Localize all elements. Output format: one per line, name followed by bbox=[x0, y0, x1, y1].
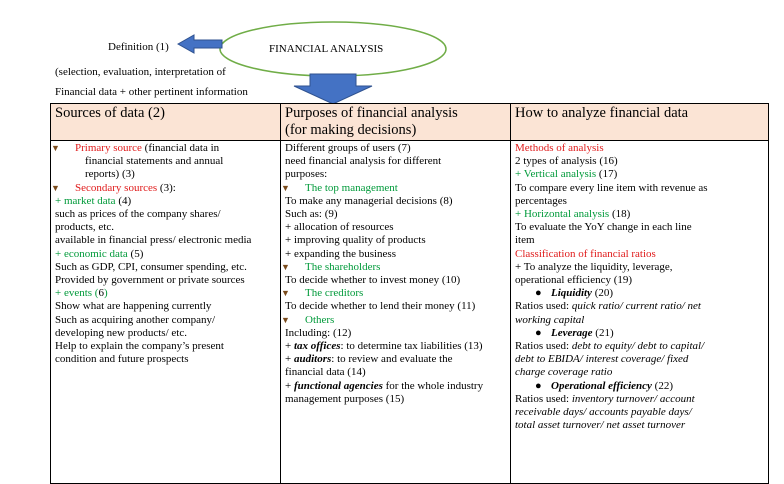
triangle-bullet-icon: ▼ bbox=[281, 261, 290, 272]
text-line: Help to explain the company’s present bbox=[55, 340, 224, 353]
classification-heading: Classification of financial ratios bbox=[515, 247, 656, 260]
text-line: purposes: bbox=[285, 168, 328, 181]
table-header-row: Sources of data (2) Purposes of financia… bbox=[50, 103, 769, 141]
text-line: To decide whether to invest money (10) bbox=[285, 274, 461, 287]
column-header-sources: Sources of data (2) bbox=[50, 103, 281, 141]
text-line: financial data (14) bbox=[285, 366, 366, 379]
text-line: To compare every line item with revenue … bbox=[515, 181, 708, 194]
text-line: Such as: (9) bbox=[285, 208, 338, 221]
text-line: + expanding the business bbox=[285, 247, 396, 260]
bullet-icon: ● bbox=[535, 287, 542, 300]
tax-offices-line: + tax offices: to determine tax liabilit… bbox=[285, 340, 483, 353]
text-line: percentages bbox=[515, 194, 567, 207]
left-arrow-icon bbox=[176, 34, 223, 54]
text-line: Provided by government or private source… bbox=[55, 274, 245, 287]
sources-cell: ▼Primary source (financial data in finan… bbox=[50, 140, 281, 484]
how-to-analyze-cell: Methods of analysis 2 types of analysis … bbox=[510, 140, 769, 484]
primary-source-line3: reports) (3) bbox=[85, 168, 135, 181]
top-management-item: ▼The top management bbox=[281, 181, 398, 194]
text-line: condition and future prospects bbox=[55, 353, 189, 366]
triangle-bullet-icon: ▼ bbox=[281, 182, 290, 193]
text-line: such as prices of the company shares/ bbox=[55, 208, 221, 221]
operational-ratios-line: Ratios used: inventory turnover/ account bbox=[515, 392, 695, 405]
triangle-bullet-icon: ▼ bbox=[51, 182, 60, 193]
methods-heading: Methods of analysis bbox=[515, 142, 604, 154]
text-line: available in financial press/ electronic… bbox=[55, 234, 252, 247]
down-arrow-icon bbox=[293, 73, 373, 105]
column-header-how-to-analyze: How to analyze financial data bbox=[510, 103, 769, 141]
text-line: + improving quality of products bbox=[285, 234, 426, 247]
analysis-table: Sources of data (2) Purposes of financia… bbox=[50, 103, 769, 484]
horizontal-analysis-line: + Horizontal analysis (18) bbox=[515, 208, 631, 221]
purposes-cell: Different groups of users (7) need finan… bbox=[280, 140, 511, 484]
triangle-bullet-icon: ▼ bbox=[281, 314, 290, 325]
text-line: management purposes (15) bbox=[285, 392, 405, 405]
events-line: + events (6) bbox=[55, 287, 108, 300]
text-line: Such as acquiring another company/ bbox=[55, 313, 216, 326]
text-line: receivable days/ accounts payable days/ bbox=[515, 406, 692, 419]
shareholders-item: ▼The shareholders bbox=[281, 260, 381, 273]
text-line: To make any managerial decisions (8) bbox=[285, 194, 453, 207]
text-line: Show what are happening currently bbox=[55, 300, 212, 313]
others-item: ▼Others bbox=[281, 313, 335, 326]
secondary-source-item: ▼Secondary sources (3): bbox=[51, 181, 176, 194]
triangle-bullet-icon: ▼ bbox=[51, 143, 60, 153]
text-line: working capital bbox=[515, 313, 585, 326]
primary-source-item: ▼Primary source (financial data in bbox=[51, 142, 220, 154]
definition-financial-data-text: Financial data + other pertinent informa… bbox=[55, 86, 248, 98]
text-line: To decide whether to lend their money (1… bbox=[285, 300, 476, 313]
text-line: developing new products/ etc. bbox=[55, 326, 187, 339]
vertical-analysis-line: + Vertical analysis (17) bbox=[515, 168, 618, 181]
text-line: debt to EBIDA/ interest coverage/ fixed bbox=[515, 353, 689, 366]
primary-source-line2: financial statements and annual bbox=[85, 155, 224, 168]
text-line: Such as GDP, CPI, consumer spending, etc… bbox=[55, 260, 247, 273]
text-line: To evaluate the YoY change in each line bbox=[515, 221, 692, 234]
text-line: need financial analysis for different bbox=[285, 155, 442, 168]
text-line: Different groups of users (7) bbox=[285, 142, 411, 154]
text-line: total asset turnover/ net asset turnover bbox=[515, 419, 686, 432]
text-line: operational efficiency (19) bbox=[515, 274, 633, 287]
text-line: + allocation of resources bbox=[285, 221, 394, 234]
definition-selection-text: (selection, evaluation, interpretation o… bbox=[55, 66, 226, 78]
bullet-icon: ● bbox=[535, 379, 542, 392]
liquidity-ratios-line: Ratios used: quick ratio/ current ratio/… bbox=[515, 300, 701, 313]
text-line: Including: (12) bbox=[285, 326, 352, 339]
table-body-row: ▼Primary source (financial data in finan… bbox=[50, 140, 769, 484]
liquidity-item: ●Liquidity (20) bbox=[535, 287, 614, 300]
text-line: 2 types of analysis (16) bbox=[515, 155, 618, 168]
functional-agencies-line: + functional agencies for the whole indu… bbox=[285, 379, 484, 392]
leverage-item: ●Leverage (21) bbox=[535, 326, 614, 339]
auditors-line: + auditors: to review and evaluate the bbox=[285, 353, 453, 366]
page-title: FINANCIAL ANALYSIS bbox=[269, 43, 384, 55]
market-data-line: + market data (4) bbox=[55, 194, 132, 207]
header-graphics bbox=[176, 21, 447, 105]
operational-efficiency-item: ●Operational efficiency (22) bbox=[535, 379, 673, 392]
triangle-bullet-icon: ▼ bbox=[281, 288, 290, 299]
text-line: item bbox=[515, 234, 535, 247]
text-line: products, etc. bbox=[55, 221, 114, 234]
text-line: + To analyze the liquidity, leverage, bbox=[515, 260, 673, 273]
column-header-purposes: Purposes of financial analysis(for makin… bbox=[280, 103, 511, 141]
economic-data-line: + economic data (5) bbox=[55, 247, 144, 260]
bullet-icon: ● bbox=[535, 326, 542, 339]
leverage-ratios-line: Ratios used: debt to equity/ debt to cap… bbox=[515, 340, 705, 353]
definition-label: Definition (1) bbox=[108, 41, 169, 53]
text-line: charge coverage ratio bbox=[515, 366, 613, 379]
creditors-item: ▼The creditors bbox=[281, 287, 364, 300]
